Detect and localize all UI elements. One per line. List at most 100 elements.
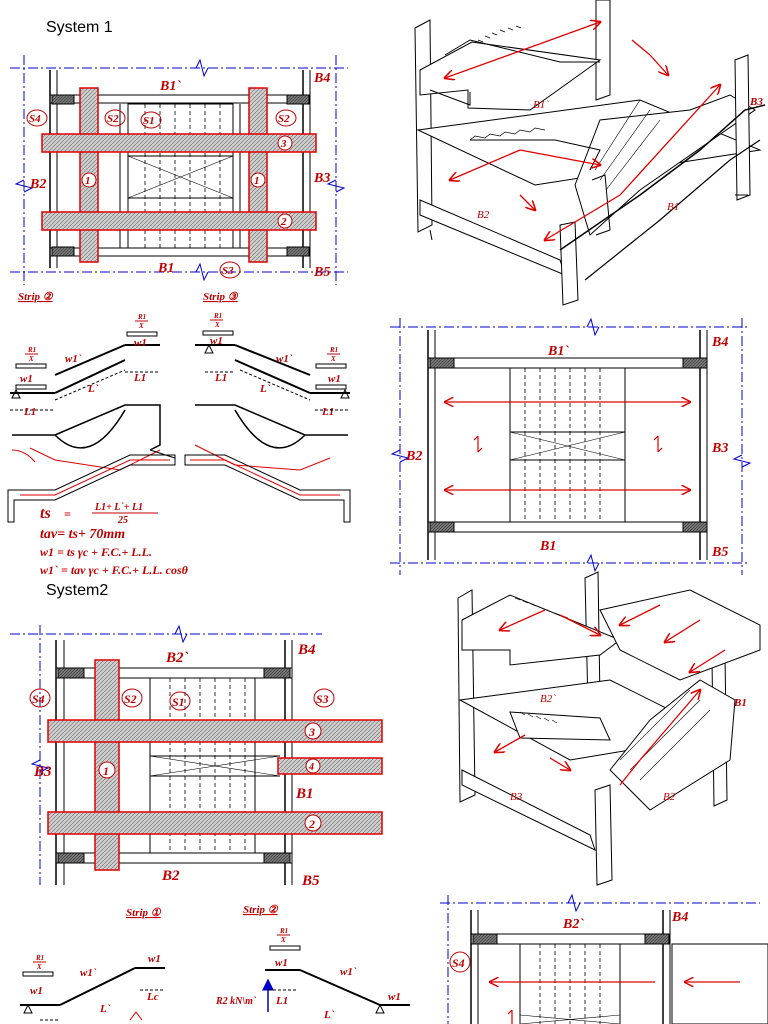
svg-text:Strip ②: Strip ② — [243, 904, 279, 916]
svg-text:L1: L1 — [275, 995, 288, 1007]
system2-plan: S4 S2 S1 S3 1 3 2 4 B2` B4 B3 B1 B2 B5 — [10, 624, 383, 889]
svg-text:B1: B1 — [733, 697, 747, 709]
svg-text:B2: B2 — [405, 449, 422, 464]
svg-text:S3: S3 — [222, 265, 234, 277]
svg-text:Strip ②: Strip ② — [18, 291, 54, 303]
svg-text:B3: B3 — [749, 96, 763, 108]
svg-text:B1: B1 — [667, 201, 679, 213]
svg-text:B5: B5 — [711, 545, 728, 560]
system1-formulas: ts = L1+ L`+ L1 25 tav= ts+ 70mm w1 = ts… — [40, 502, 189, 577]
svg-text:tav= ts+ 70mm: tav= ts+ 70mm — [40, 527, 125, 542]
system1-isometric-arrows — [445, 22, 720, 240]
svg-text:w1`: w1` — [276, 353, 293, 365]
svg-text:B2`: B2` — [165, 650, 189, 666]
svg-text:w1: w1 — [30, 985, 43, 997]
svg-text:1: 1 — [103, 764, 109, 778]
svg-text:L1: L1 — [321, 406, 334, 418]
strip2 — [41, 211, 317, 231]
svg-text:w1` = tav γc + F.C.+ L.L. c: w1` = tav γc + F.C.+ L.L. cosθ — [40, 563, 189, 577]
system2-plan2: S4 B2` B4 — [440, 893, 768, 1024]
svg-text:B5: B5 — [313, 265, 330, 280]
system2-heading: System2 — [46, 582, 109, 599]
svg-text:1: 1 — [254, 175, 260, 187]
svg-text:X: X — [28, 355, 34, 363]
svg-text:Lc: Lc — [146, 991, 159, 1003]
svg-text:L`: L` — [323, 1009, 335, 1021]
svg-text:B3: B3 — [510, 791, 523, 803]
svg-text:3: 3 — [280, 138, 287, 150]
svg-text:B1: B1 — [157, 261, 174, 276]
svg-text:R1: R1 — [329, 346, 338, 354]
svg-text:B4: B4 — [671, 910, 688, 925]
svg-text:X: X — [214, 321, 220, 329]
svg-text:B2: B2 — [477, 209, 490, 221]
svg-text:2: 2 — [280, 216, 287, 228]
svg-text:2: 2 — [308, 817, 315, 831]
svg-text:R1: R1 — [137, 313, 146, 321]
system1-heading: System 1 — [46, 19, 113, 36]
svg-text:=: = — [64, 507, 71, 521]
strip2-diagram: Strip ② R1 X w1 w1` R1 X w1 L1 L` L1 — [7, 291, 176, 523]
svg-text:w1: w1 — [328, 373, 341, 385]
svg-text:S4: S4 — [32, 692, 45, 706]
svg-text:B2: B2 — [161, 868, 180, 884]
svg-text:4: 4 — [308, 762, 314, 773]
svg-text:w1: w1 — [388, 991, 401, 1003]
svg-text:w1: w1 — [20, 373, 33, 385]
svg-text:L1: L1 — [214, 372, 227, 384]
svg-text:B4: B4 — [297, 642, 316, 658]
svg-text:L`: L` — [259, 383, 271, 395]
strip3 — [41, 133, 317, 153]
svg-text:S4: S4 — [29, 113, 41, 125]
svg-text:B1`: B1` — [547, 344, 569, 359]
svg-text:X: X — [138, 322, 144, 330]
svg-text:25: 25 — [117, 515, 128, 526]
svg-text:w1: w1 — [134, 337, 147, 349]
svg-text:B3: B3 — [33, 764, 52, 780]
svg-text:L`: L` — [99, 1003, 111, 1015]
svg-text:L1: L1 — [23, 406, 36, 418]
svg-text:B1: B1 — [539, 539, 556, 554]
svg-text:S3: S3 — [316, 692, 329, 706]
system2-strip1-diagram: Strip ① R1 X w1 w1` w1 L` Lc — [20, 907, 165, 1021]
svg-text:3: 3 — [308, 725, 315, 739]
slab-label-s4: S4 — [26, 109, 48, 127]
svg-text:X: X — [330, 355, 336, 363]
svg-text:B1`: B1` — [159, 79, 181, 94]
svg-text:R1: R1 — [35, 954, 44, 962]
svg-text:B3: B3 — [711, 441, 728, 456]
svg-text:S1: S1 — [172, 695, 185, 709]
svg-text:B1: B1 — [295, 786, 314, 802]
svg-text:L1: L1 — [133, 372, 146, 384]
svg-text:B4: B4 — [313, 71, 330, 86]
system2-strip2-diagram: Strip ② R1 X w1 w1` w1 L1 L` R2 kN\m` — [215, 904, 410, 1021]
svg-text:w1`: w1` — [340, 966, 357, 978]
svg-text:B2: B2 — [663, 791, 676, 803]
svg-text:S2: S2 — [124, 692, 137, 706]
svg-text:S2: S2 — [107, 113, 119, 125]
svg-text:w1 = ts γc + F.C.+ L.L.: w1 = ts γc + F.C.+ L.L. — [40, 545, 152, 559]
svg-text:B1`: B1` — [533, 99, 549, 111]
svg-text:R1: R1 — [213, 312, 222, 320]
svg-text:L1+ L`+ L1: L1+ L`+ L1 — [94, 502, 143, 513]
svg-text:ts: ts — [40, 505, 51, 522]
svg-text:X: X — [280, 936, 286, 944]
svg-text:1: 1 — [85, 175, 91, 187]
svg-text:X: X — [36, 963, 42, 971]
svg-text:B3: B3 — [313, 171, 330, 186]
svg-text:S4: S4 — [452, 956, 465, 970]
svg-text:L`: L` — [87, 383, 99, 395]
svg-text:Strip ③: Strip ③ — [203, 291, 239, 303]
svg-text:Strip ①: Strip ① — [126, 907, 162, 919]
svg-text:w1: w1 — [275, 957, 288, 969]
system2-isometric — [457, 571, 761, 886]
svg-text:B2: B2 — [29, 177, 46, 192]
system1-plan: S4 S2 S1 S2 S3 1 1 3 2 B1` B4 B2 B3 B1 B… — [10, 55, 348, 285]
svg-text:B5: B5 — [301, 873, 320, 889]
svg-text:R2 kN\m`: R2 kN\m` — [215, 996, 257, 1007]
system1-isometric — [414, 0, 766, 306]
strip3-diagram: Strip ③ R1 X w1 w1` R1 X w1 L1 L` L1 — [184, 291, 351, 523]
svg-text:R1: R1 — [279, 927, 288, 935]
system1-plan2: B1` B4 B2 B3 B1 B5 — [390, 317, 752, 575]
